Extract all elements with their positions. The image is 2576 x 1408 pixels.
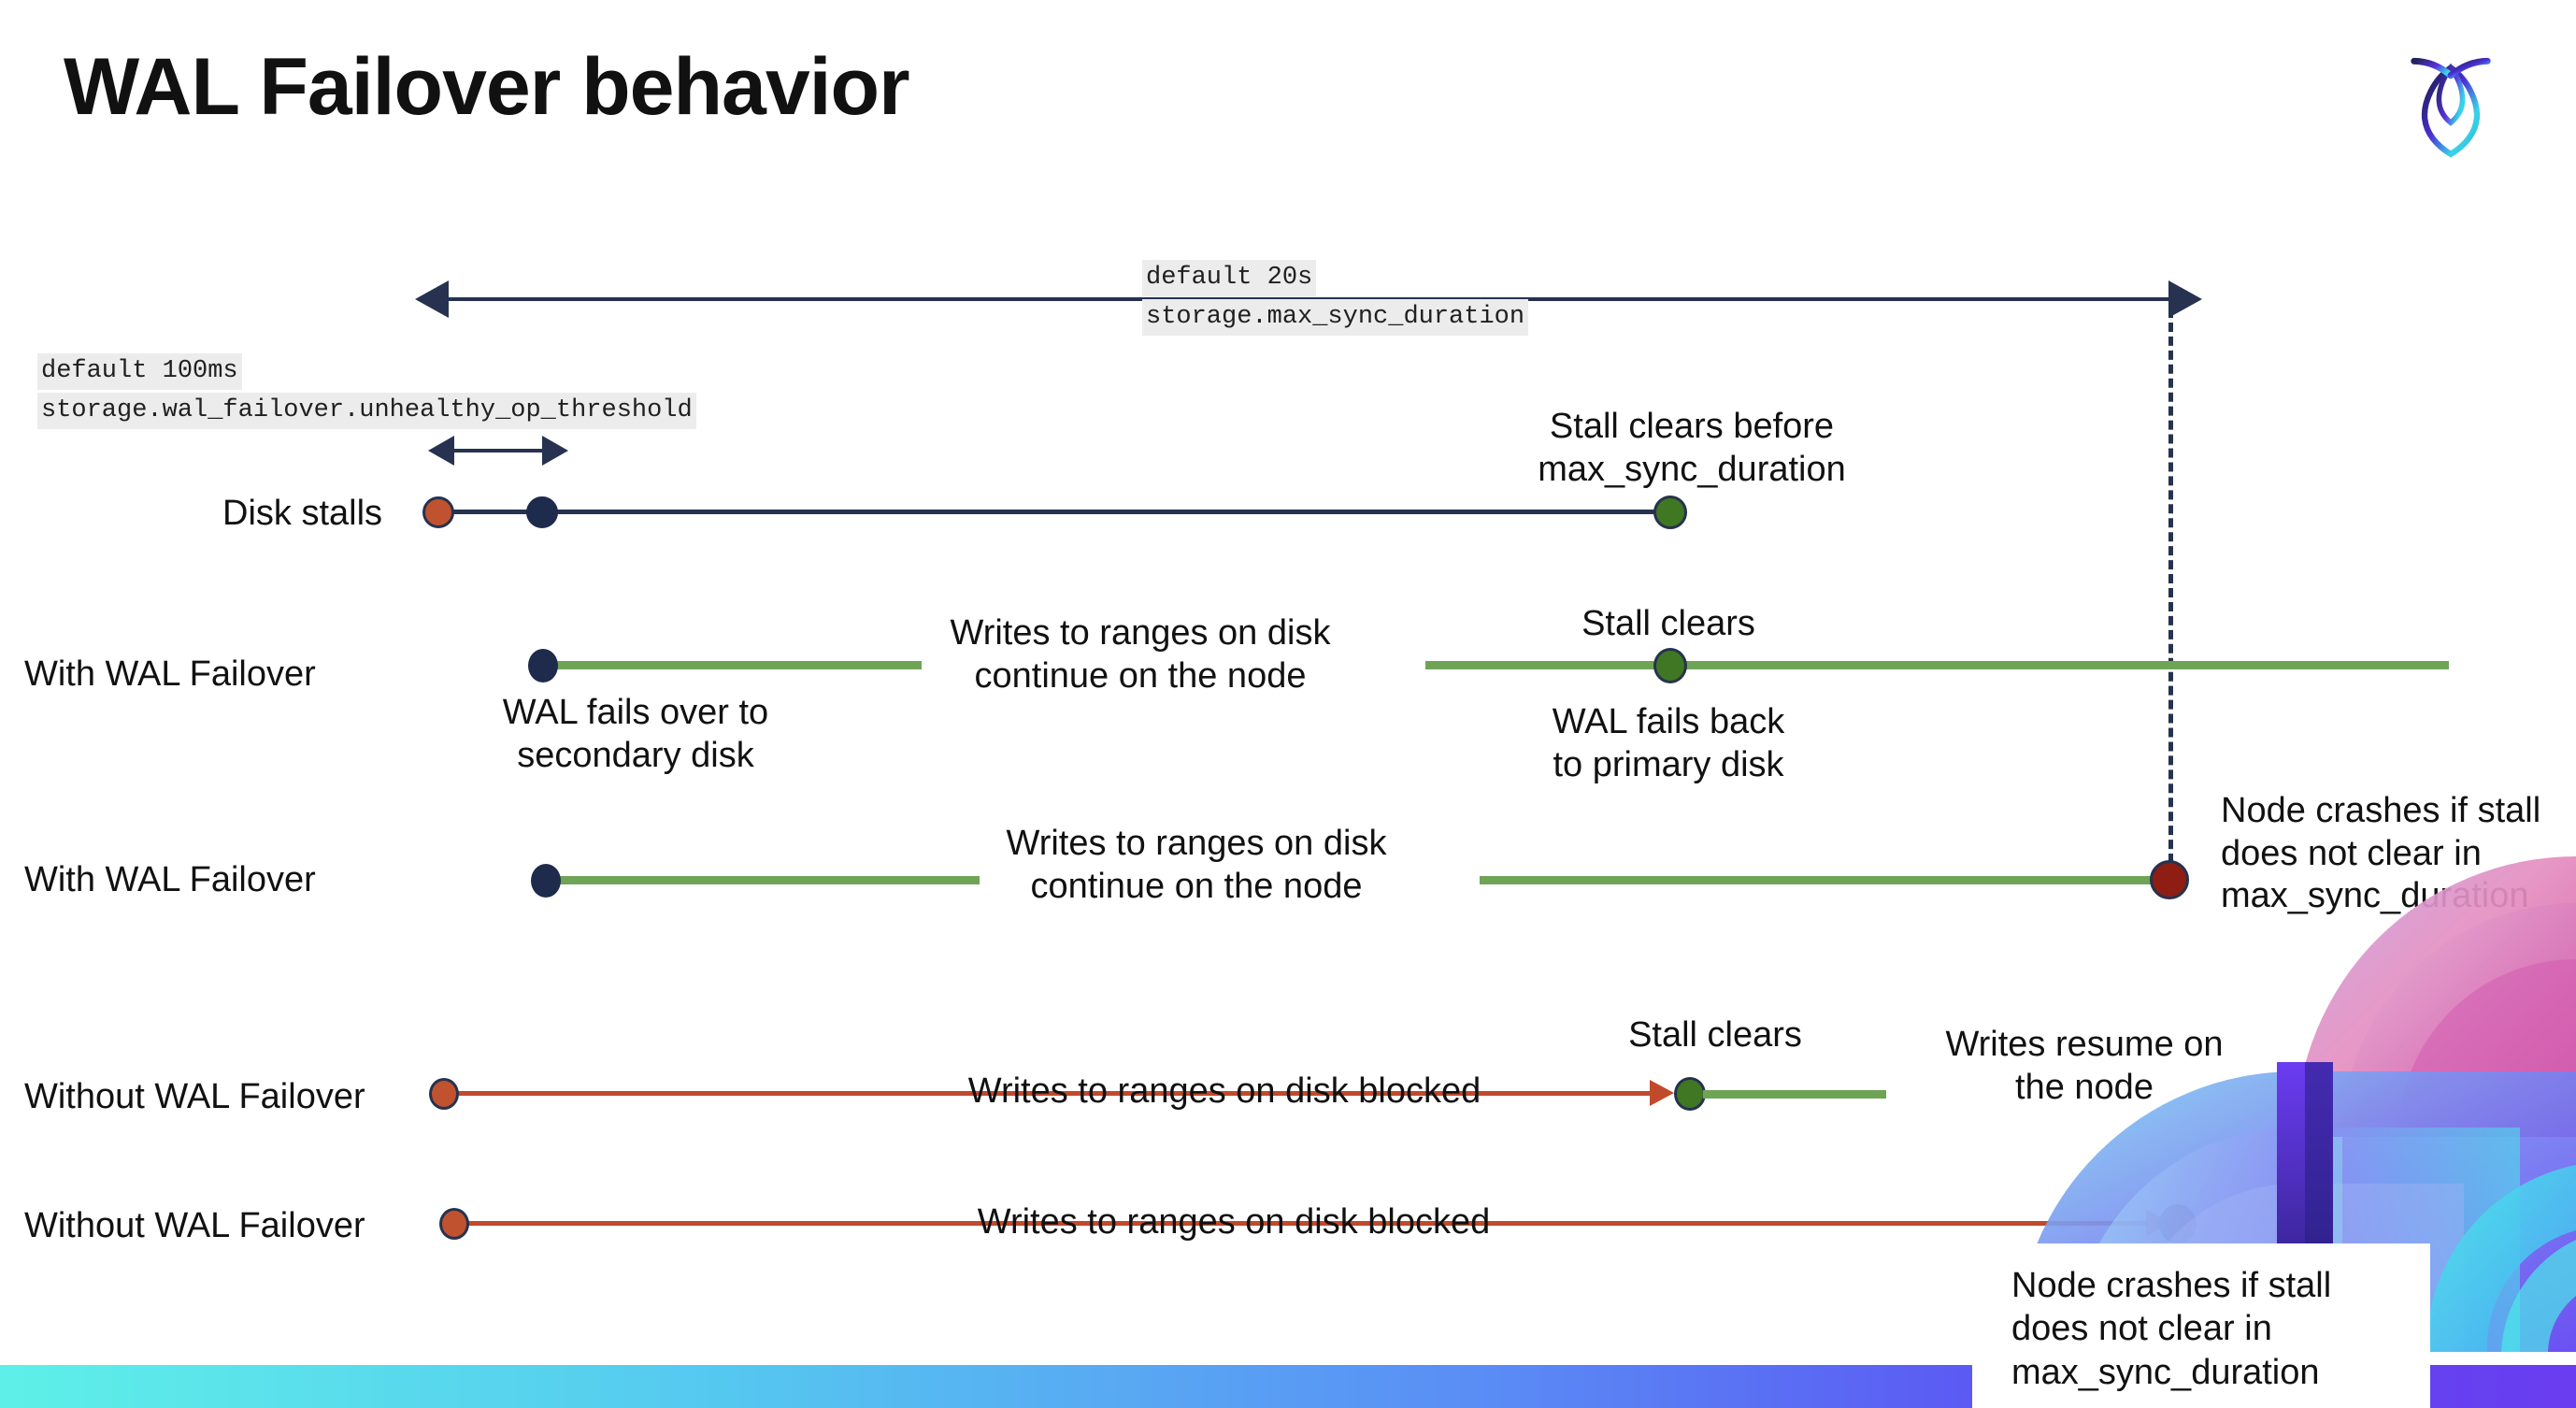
- max-sync-duration-arrow-left-icon: [415, 280, 449, 318]
- with-failover-1-segment-b: [1425, 661, 2449, 669]
- without-failover-1-resume-segment-a: [1703, 1090, 1886, 1099]
- unhealthy-op-threshold-default-chip: default 100ms: [37, 353, 242, 390]
- with-failover-1-segment-a: [548, 661, 922, 669]
- row-label-with-wal-failover-1: With WAL Failover: [24, 654, 316, 694]
- row-label-without-wal-failover-1: Without WAL Failover: [24, 1077, 365, 1116]
- annot-writes-blocked-1: Writes to ranges on disk blocked: [967, 1071, 1481, 1111]
- without-failover-2-start-dot: [439, 1208, 469, 1240]
- without-failover-1-stall-clear-dot: [1674, 1077, 1706, 1111]
- without-failover-1-arrow-icon: [1650, 1080, 1674, 1106]
- with-failover-1-stall-clear-dot: [1653, 648, 1687, 683]
- with-failover-1-failover-dot: [528, 649, 558, 682]
- cockroachdb-logo-icon: [2385, 34, 2516, 165]
- without-failover-1-start-dot: [429, 1078, 459, 1110]
- disk-stalls-clear-dot: [1653, 496, 1687, 529]
- max-sync-duration-arrow-right-icon: [2168, 280, 2202, 318]
- with-failover-2-failover-dot: [531, 864, 561, 898]
- annot-writes-resume: Writes resume on the node: [1945, 1025, 2224, 1107]
- unhealthy-op-threshold-span-line: [451, 449, 551, 453]
- disk-stalls-failover-dot: [526, 496, 558, 528]
- annot-writes-continue-2: Writes to ranges on disk continue on the…: [1006, 824, 1387, 906]
- unhealthy-op-threshold-arrow-left-icon: [428, 436, 454, 466]
- annot-node-crashes-2: Node crashes if stall does not clear in …: [2011, 1266, 2332, 1392]
- row-label-with-wal-failover-2: With WAL Failover: [24, 860, 316, 899]
- annot-writes-blocked-2: Writes to ranges on disk blocked: [977, 1202, 1491, 1242]
- annot-stall-clears-1: Stall clears: [1581, 604, 1755, 643]
- max-sync-duration-key-chip: storage.max_sync_duration: [1142, 299, 1529, 336]
- page-title: WAL Failover behavior: [64, 42, 910, 132]
- without-failover-1-resume-segment-b: [2288, 1090, 2453, 1099]
- disk-stalls-start-dot: [422, 496, 454, 528]
- unhealthy-op-threshold-key-chip: storage.wal_failover.unhealthy_op_thresh…: [37, 393, 696, 429]
- annot-stall-clears-2: Stall clears: [1628, 1015, 1802, 1055]
- annot-node-crashes-1: Node crashes if stall does not clear in …: [2221, 791, 2541, 916]
- annot-stall-clears-before-max-sync: Stall clears before max_sync_duration: [1538, 407, 1846, 489]
- without-failover-2-blocked-line: [460, 1221, 2152, 1226]
- without-failover-1-blocked-line: [456, 1091, 1657, 1096]
- annot-wal-fails-over: WAL fails over to secondary disk: [502, 693, 769, 775]
- max-sync-duration-dropline: [2168, 309, 2173, 877]
- row-label-without-wal-failover-2: Without WAL Failover: [24, 1206, 365, 1245]
- annot-writes-continue-1: Writes to ranges on disk continue on the…: [950, 613, 1331, 696]
- annot-wal-fails-back: WAL fails back to primary disk: [1552, 702, 1785, 784]
- row-label-disk-stalls: Disk stalls: [222, 494, 383, 533]
- without-failover-2-crash-dot: [2159, 1204, 2197, 1243]
- with-failover-2-segment-a: [550, 876, 980, 884]
- node-crash-callout-box: [1972, 1243, 2430, 1408]
- disk-stalls-timeline: [436, 510, 1669, 514]
- with-failover-2-crash-dot: [2150, 860, 2189, 899]
- unhealthy-op-threshold-arrow-right-icon: [542, 436, 568, 466]
- with-failover-2-segment-b: [1480, 876, 2171, 884]
- max-sync-duration-default-chip: default 20s: [1142, 260, 1317, 296]
